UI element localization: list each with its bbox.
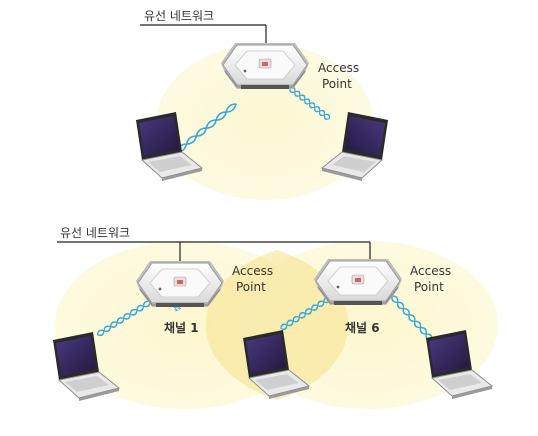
coverage-area [157, 44, 373, 200]
access-point-label: Access [410, 264, 451, 278]
access-point-icon [220, 42, 310, 90]
access-point-label: Point [236, 280, 266, 294]
channel-label: 채널 1 [164, 320, 199, 335]
channel-label: 채널 6 [345, 320, 380, 335]
network-label: 유선 네트워크 [60, 226, 130, 240]
access-point-label: Point [414, 280, 444, 294]
wired-network-line [57, 241, 371, 262]
bottom-diagram: 유선 네트워크 Access Point 채널 1 Access Point 채… [52, 226, 498, 409]
access-point-label: Point [322, 77, 352, 91]
wired-network-line [140, 24, 267, 44]
coverage-overlap [205, 250, 349, 400]
access-point-label: Access [232, 264, 273, 278]
access-point-icon [135, 260, 225, 308]
access-point-label: Access [318, 61, 359, 75]
access-point-icon [313, 258, 403, 306]
top-diagram: 유선 네트워크 Access Point [135, 9, 389, 200]
network-label: 유선 네트워크 [144, 9, 214, 23]
